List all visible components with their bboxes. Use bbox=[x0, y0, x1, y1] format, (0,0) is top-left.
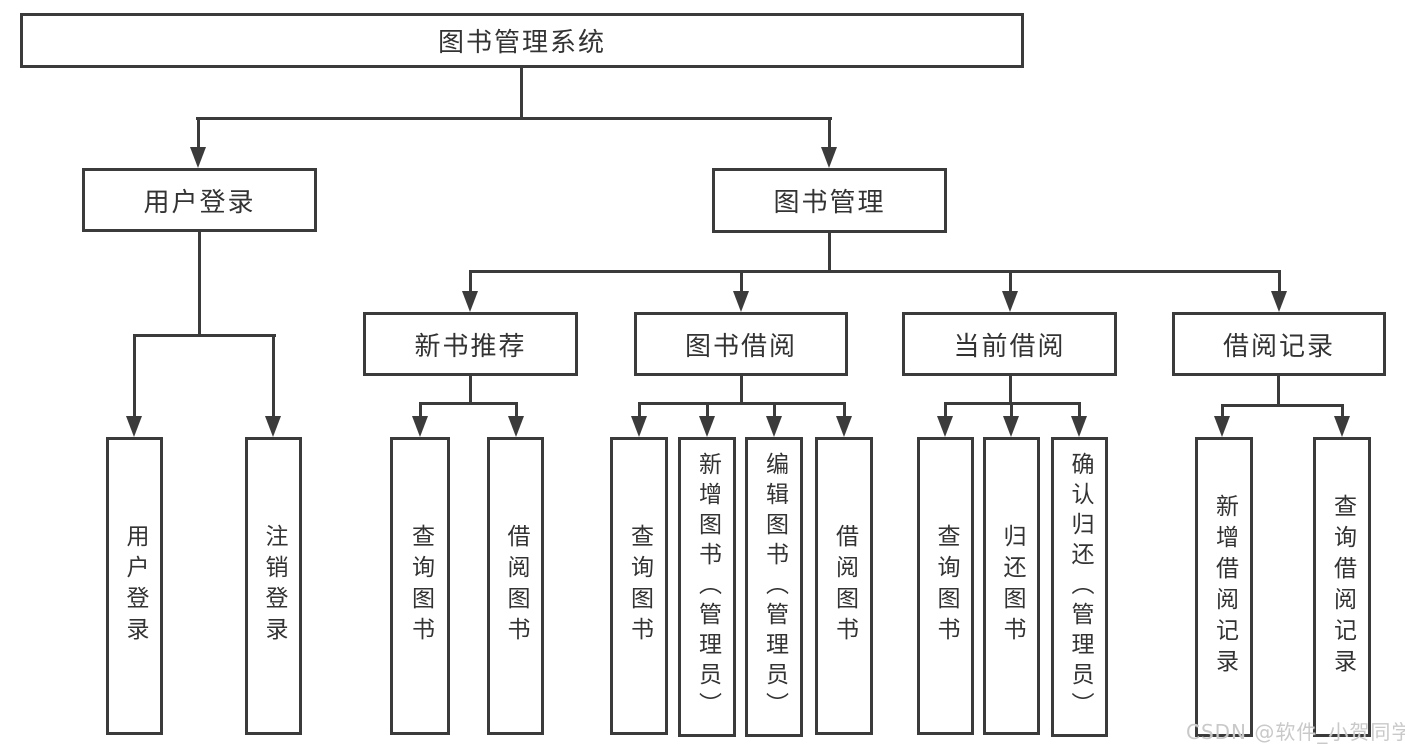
connector-line bbox=[1221, 406, 1224, 418]
connector-line bbox=[773, 404, 776, 418]
connector-line bbox=[638, 402, 846, 405]
connector-line bbox=[828, 119, 831, 149]
arrowhead-down-icon bbox=[1003, 416, 1019, 437]
node-add-borrowing-record: 新增借阅记录 bbox=[1195, 437, 1253, 737]
node-borrowing-records: 借阅记录 bbox=[1172, 312, 1386, 376]
connector-line bbox=[469, 270, 1281, 273]
node-query-books-recommend: 查询图书 bbox=[390, 437, 450, 735]
connector-line bbox=[1010, 404, 1013, 418]
arrowhead-down-icon bbox=[1002, 291, 1018, 312]
connector-line bbox=[1009, 376, 1012, 404]
node-borrow-books-leaf: 借阅图书 bbox=[815, 437, 873, 735]
node-query-borrowing-record: 查询借阅记录 bbox=[1313, 437, 1371, 737]
node-query-books-borrowing: 查询图书 bbox=[610, 437, 668, 735]
arrowhead-down-icon bbox=[836, 416, 852, 437]
node-book-borrowing: 图书借阅 bbox=[634, 312, 848, 376]
arrowhead-down-icon bbox=[631, 416, 647, 437]
arrowhead-down-icon bbox=[126, 416, 142, 437]
connector-line bbox=[1278, 272, 1281, 292]
connector-line bbox=[828, 233, 831, 273]
connector-line bbox=[740, 376, 743, 404]
connector-line bbox=[1009, 272, 1012, 292]
node-user-login: 用户登录 bbox=[82, 168, 317, 232]
node-edit-books-admin: 编辑图书（管理员） bbox=[745, 437, 803, 737]
connector-line bbox=[419, 404, 422, 418]
node-logout-login: 注销登录 bbox=[245, 437, 302, 735]
connector-line bbox=[419, 402, 518, 405]
watermark: CSDN @软件_小贺同学 bbox=[1186, 720, 1405, 744]
connector-line bbox=[197, 119, 200, 149]
arrowhead-down-icon bbox=[190, 147, 206, 168]
connector-line bbox=[133, 336, 136, 417]
node-add-books-admin: 新增图书（管理员） bbox=[678, 437, 736, 737]
arrowhead-down-icon bbox=[766, 416, 782, 437]
connector-line bbox=[843, 404, 846, 418]
node-query-books-current: 查询图书 bbox=[917, 437, 974, 735]
connector-line bbox=[1277, 376, 1280, 406]
connector-line bbox=[1341, 406, 1344, 418]
arrowhead-down-icon bbox=[699, 416, 715, 437]
node-current-borrowing: 当前借阅 bbox=[902, 312, 1117, 376]
node-library-management-system: 图书管理系统 bbox=[20, 13, 1024, 68]
connector-line bbox=[944, 404, 947, 418]
connector-line bbox=[272, 336, 275, 417]
connector-line bbox=[944, 402, 1081, 405]
node-new-book-recommendation: 新书推荐 bbox=[363, 312, 578, 376]
arrowhead-down-icon bbox=[1334, 416, 1350, 437]
connector-line bbox=[1078, 404, 1081, 418]
connector-line bbox=[638, 404, 641, 418]
connector-line bbox=[196, 117, 832, 120]
connector-line bbox=[520, 68, 523, 119]
node-confirm-return-admin: 确认归还（管理员） bbox=[1051, 437, 1108, 737]
arrowhead-down-icon bbox=[508, 416, 524, 437]
connector-line bbox=[198, 232, 201, 336]
arrowhead-down-icon bbox=[412, 416, 428, 437]
arrowhead-down-icon bbox=[462, 291, 478, 312]
arrowhead-down-icon bbox=[937, 416, 953, 437]
node-book-management: 图书管理 bbox=[712, 168, 947, 233]
arrowhead-down-icon bbox=[821, 147, 837, 168]
arrowhead-down-icon bbox=[1071, 416, 1087, 437]
node-return-books: 归还图书 bbox=[983, 437, 1040, 735]
connector-line bbox=[469, 376, 472, 404]
connector-line bbox=[515, 404, 518, 418]
arrowhead-down-icon bbox=[1271, 291, 1287, 312]
connector-line bbox=[1221, 404, 1344, 407]
node-borrow-books-recommend: 借阅图书 bbox=[487, 437, 544, 735]
arrowhead-down-icon bbox=[265, 416, 281, 437]
arrowhead-down-icon bbox=[1214, 416, 1230, 437]
connector-line bbox=[740, 272, 743, 292]
arrowhead-down-icon bbox=[733, 291, 749, 312]
connector-line bbox=[706, 404, 709, 418]
connector-line bbox=[133, 334, 276, 337]
connector-line bbox=[469, 272, 472, 292]
node-user-login-leaf: 用户登录 bbox=[106, 437, 163, 735]
